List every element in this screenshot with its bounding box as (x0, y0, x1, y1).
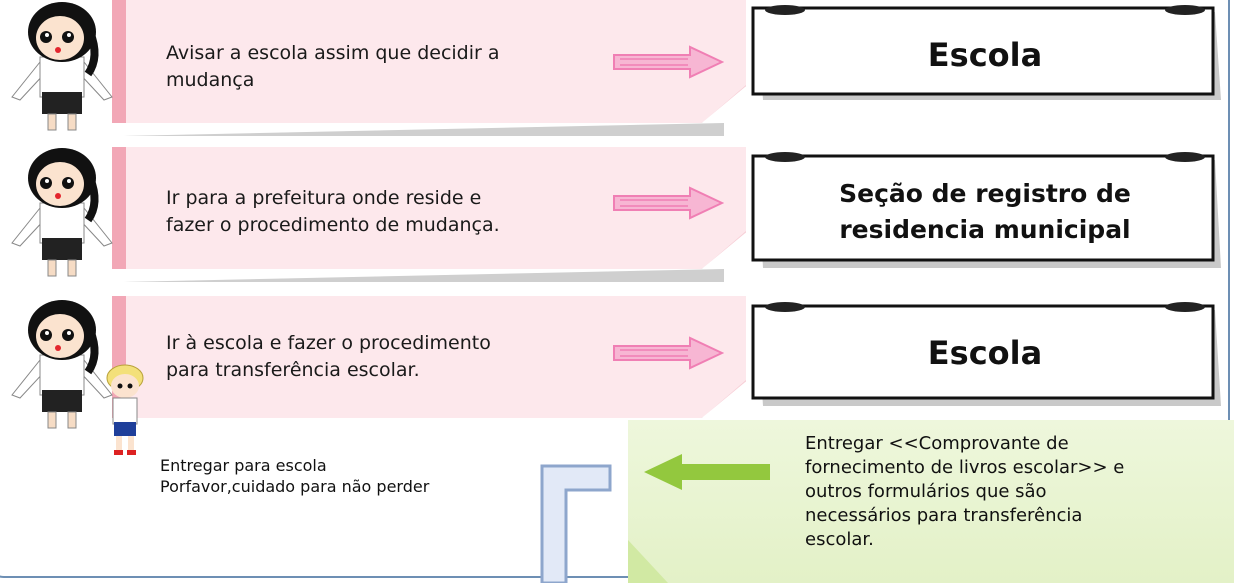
bracket-connector (540, 464, 612, 583)
step-2-text: Ir para a prefeitura onde reside e fazer… (166, 187, 500, 236)
woman-icon (11, 2, 113, 131)
child-icon (106, 364, 144, 455)
destination-label: Escola (927, 36, 1043, 74)
scroll-sign-icon (751, 302, 1221, 406)
step-3-text: Ir à escola e fazer o procedimento para … (166, 332, 491, 381)
destination-label: Escola (927, 334, 1043, 372)
woman-icon (11, 300, 113, 429)
destination-label: Seção de registro de residencia municipa… (839, 179, 1131, 244)
woman-icon (11, 148, 113, 277)
child-caption: Entregar para escola Porfavor,cuidado pa… (160, 456, 430, 496)
scroll-sign-icon (751, 152, 1221, 268)
scroll-sign-icon (751, 5, 1221, 100)
green-arrow-icon (644, 454, 770, 490)
return-note (628, 420, 1234, 583)
pink-arrow-icon (613, 45, 724, 79)
return-note-text: Entregar <<Comprovante de fornecimento d… (805, 433, 1125, 550)
step-1-text: Avisar a escola assim que decidir a muda… (166, 42, 500, 91)
pink-arrow-icon (613, 336, 724, 370)
pink-arrow-icon (613, 186, 724, 220)
